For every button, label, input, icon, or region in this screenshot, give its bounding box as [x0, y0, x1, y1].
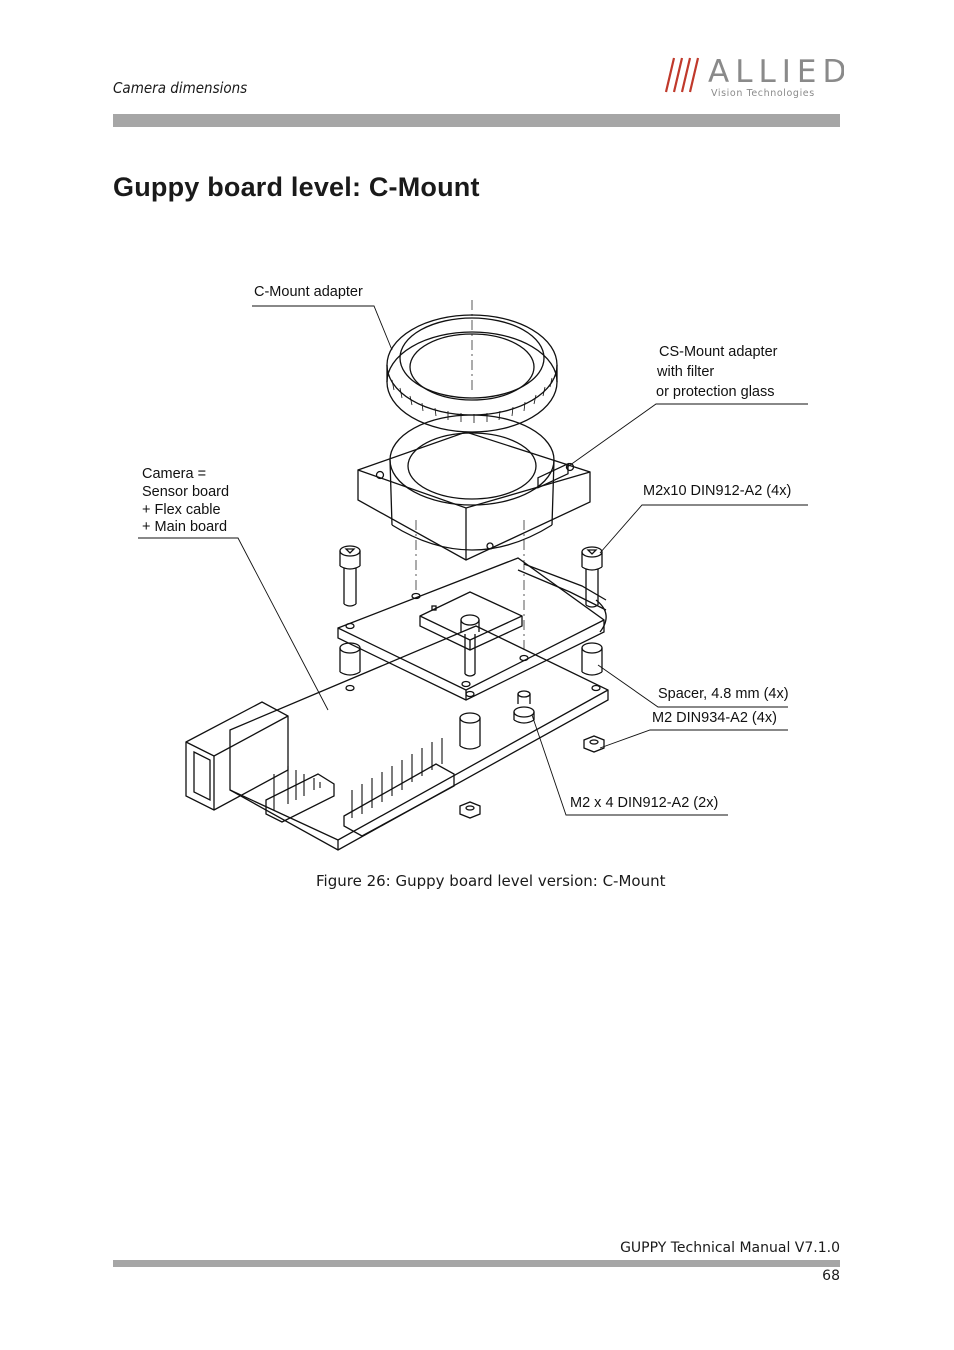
flex-cable: [517, 563, 607, 633]
logo-subtext: Vision Technologies: [711, 88, 815, 99]
label-camera-3: + Flex cable: [142, 502, 221, 518]
spacer-front: [459, 712, 481, 750]
sensor-board: [337, 557, 605, 701]
pin-header-left: [265, 766, 335, 823]
header-rule: [113, 114, 840, 127]
nut-front: [459, 801, 481, 819]
label-cs-mount-2: with filter: [656, 364, 714, 380]
screw-m2x10-left: [339, 545, 361, 607]
page-number: 68: [822, 1268, 840, 1284]
exploded-view-figure: C-Mount adapter CS-Mount adapter with fi…: [130, 270, 830, 860]
label-spacer: Spacer, 4.8 mm (4x): [658, 686, 789, 702]
label-cs-mount-3: or protection glass: [656, 384, 774, 400]
logo-text: ALLIED: [708, 54, 844, 90]
pin-header-right: [343, 738, 455, 837]
spacer-right: [581, 642, 603, 676]
label-c-mount-adapter: C-Mount adapter: [254, 284, 363, 300]
page-title: Guppy board level: C-Mount: [113, 172, 480, 202]
figure-caption: Figure 26: Guppy board level version: C-…: [316, 872, 666, 890]
leader-lines: [138, 305, 808, 816]
spacer-left: [339, 642, 361, 676]
footer-rule: [113, 1260, 840, 1267]
label-screw-m2x10: M2x10 DIN912-A2 (4x): [643, 483, 791, 499]
nut-right: [583, 735, 605, 753]
label-camera-4: + Main board: [142, 519, 227, 535]
label-screw-m2x4: M2 x 4 DIN912-A2 (2x): [570, 795, 718, 811]
center-lines: [415, 300, 525, 650]
screw-m2x10-right: [581, 546, 603, 608]
label-cs-mount-1: CS-Mount adapter: [659, 344, 778, 360]
label-nut-m2: M2 DIN934-A2 (4x): [652, 710, 777, 726]
cs-mount-adapter: [357, 414, 591, 561]
main-board: [229, 462, 609, 851]
label-camera-1: Camera =: [142, 466, 206, 482]
label-camera-2: Sensor board: [142, 484, 229, 500]
allied-logo: ALLIED Vision Technologies: [664, 52, 846, 100]
screw-center: [460, 614, 480, 677]
section-header: Camera dimensions: [113, 79, 248, 97]
footer-manual-title: GUPPY Technical Manual V7.1.0: [620, 1240, 840, 1256]
screw-m2x4: [513, 690, 535, 724]
c-mount-ring: [386, 314, 558, 433]
